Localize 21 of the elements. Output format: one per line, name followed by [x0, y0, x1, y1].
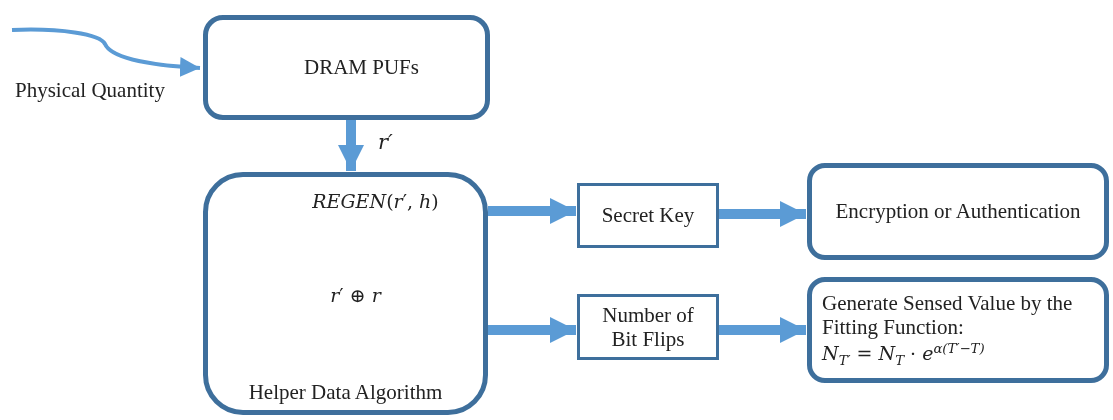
rounded-box [203, 172, 488, 415]
block-arrow [338, 120, 364, 171]
box-label: Generate Sensed Value by the Fitting Function: [822, 291, 1074, 340]
rounded-box [807, 277, 1109, 383]
block-arrow [488, 317, 576, 343]
rounded-box [203, 15, 490, 120]
box-label: Secret Key [601, 203, 695, 228]
block-arrow [719, 317, 806, 343]
formula: REGEN(r′, h) [312, 191, 439, 213]
box-label: DRAM PUFs [304, 55, 419, 80]
formula: r′ ⊕ r [330, 285, 381, 308]
block-arrow [719, 201, 806, 227]
box-label: Encryption or Authentication [835, 199, 1081, 224]
formula: N$_{T′}$ = N$_{T}$ · e$^{α(T′−T)}$ [822, 341, 985, 369]
process-box [577, 183, 719, 248]
process-box [577, 294, 719, 360]
rounded-box [807, 163, 1109, 260]
box-label: Helper Data Algorithm [248, 379, 443, 404]
block-arrow [488, 198, 576, 224]
box-label: Number of Bit Flips [601, 302, 695, 352]
curved-arrow [11, 27, 201, 77]
